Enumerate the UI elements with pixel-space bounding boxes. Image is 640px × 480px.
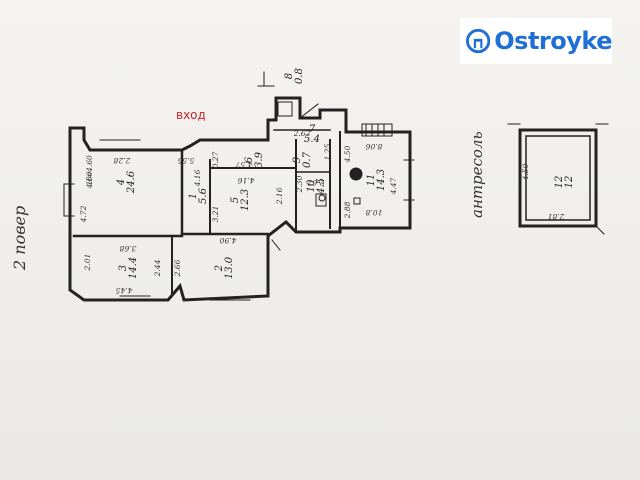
room-label-9: 90.7 [292, 151, 313, 168]
dimension-label: 4.72 [79, 205, 88, 223]
brand-logo: Ostroyke [460, 18, 612, 64]
dimension-label: 2.66 [173, 259, 182, 277]
room-label-8: 80.8 [284, 68, 305, 84]
dimension-label: H=4.60 [85, 155, 94, 186]
room-label-10: 104.5 [306, 178, 327, 195]
dimension-label: 4.60 [85, 171, 94, 189]
dimension-label: 8.06 [365, 142, 382, 151]
dimension-label: 4.57 [235, 160, 253, 169]
room-label-1: 15.6 [188, 187, 209, 204]
mezzanine-label: антресоль [468, 131, 486, 218]
dimension-label: 2.67 [307, 178, 325, 187]
dimension-label: 2.44 [153, 259, 162, 277]
outer-wall [68, 96, 412, 302]
room-label-2: 213.0 [214, 256, 235, 279]
ostroyke-logo-icon [466, 28, 491, 54]
dimension-label: 3.21 [211, 206, 220, 223]
dimension-label: 4.47 [389, 177, 398, 195]
dimension-label: 2.16 [275, 187, 284, 205]
room-label-3: 314.4 [118, 257, 139, 279]
dimension-label: 4.16 [237, 176, 255, 185]
dimension-label: 4.90 [219, 236, 237, 245]
dimension-label: 4.16 [193, 169, 202, 187]
dimension-label: 2.30 [295, 175, 304, 193]
dimension-label: 5.55 [177, 156, 194, 165]
dimension-label: 2.01 [83, 254, 92, 272]
floor-label: 2 повер [10, 205, 29, 270]
dimension-label: 0.27 [211, 151, 220, 168]
dimension-label: 4.50 [343, 145, 352, 163]
brand-name: Ostroyke [494, 27, 612, 55]
dimension-label: 4.45 [115, 286, 133, 295]
room-label-11: 1114.3 [366, 169, 387, 191]
entrance-label: вход [176, 108, 206, 122]
dimension-label: 4.50 [521, 163, 530, 181]
dimension-label: 2.88 [343, 201, 352, 219]
dimension-label: 1.25 [323, 143, 332, 160]
room-label-5: 512.3 [230, 189, 251, 211]
dimension-label: 2.67 [293, 129, 311, 138]
dimension-label: 2.81 [548, 212, 566, 221]
dimension-label: 2.28 [113, 156, 131, 165]
room-label-12: 1212 [554, 176, 575, 189]
dimension-label: 3.68 [119, 244, 136, 253]
room-label-6: 63.9 [244, 151, 265, 168]
room-label-4: 424.6 [116, 170, 137, 194]
dimension-label: 10.8 [365, 208, 382, 217]
